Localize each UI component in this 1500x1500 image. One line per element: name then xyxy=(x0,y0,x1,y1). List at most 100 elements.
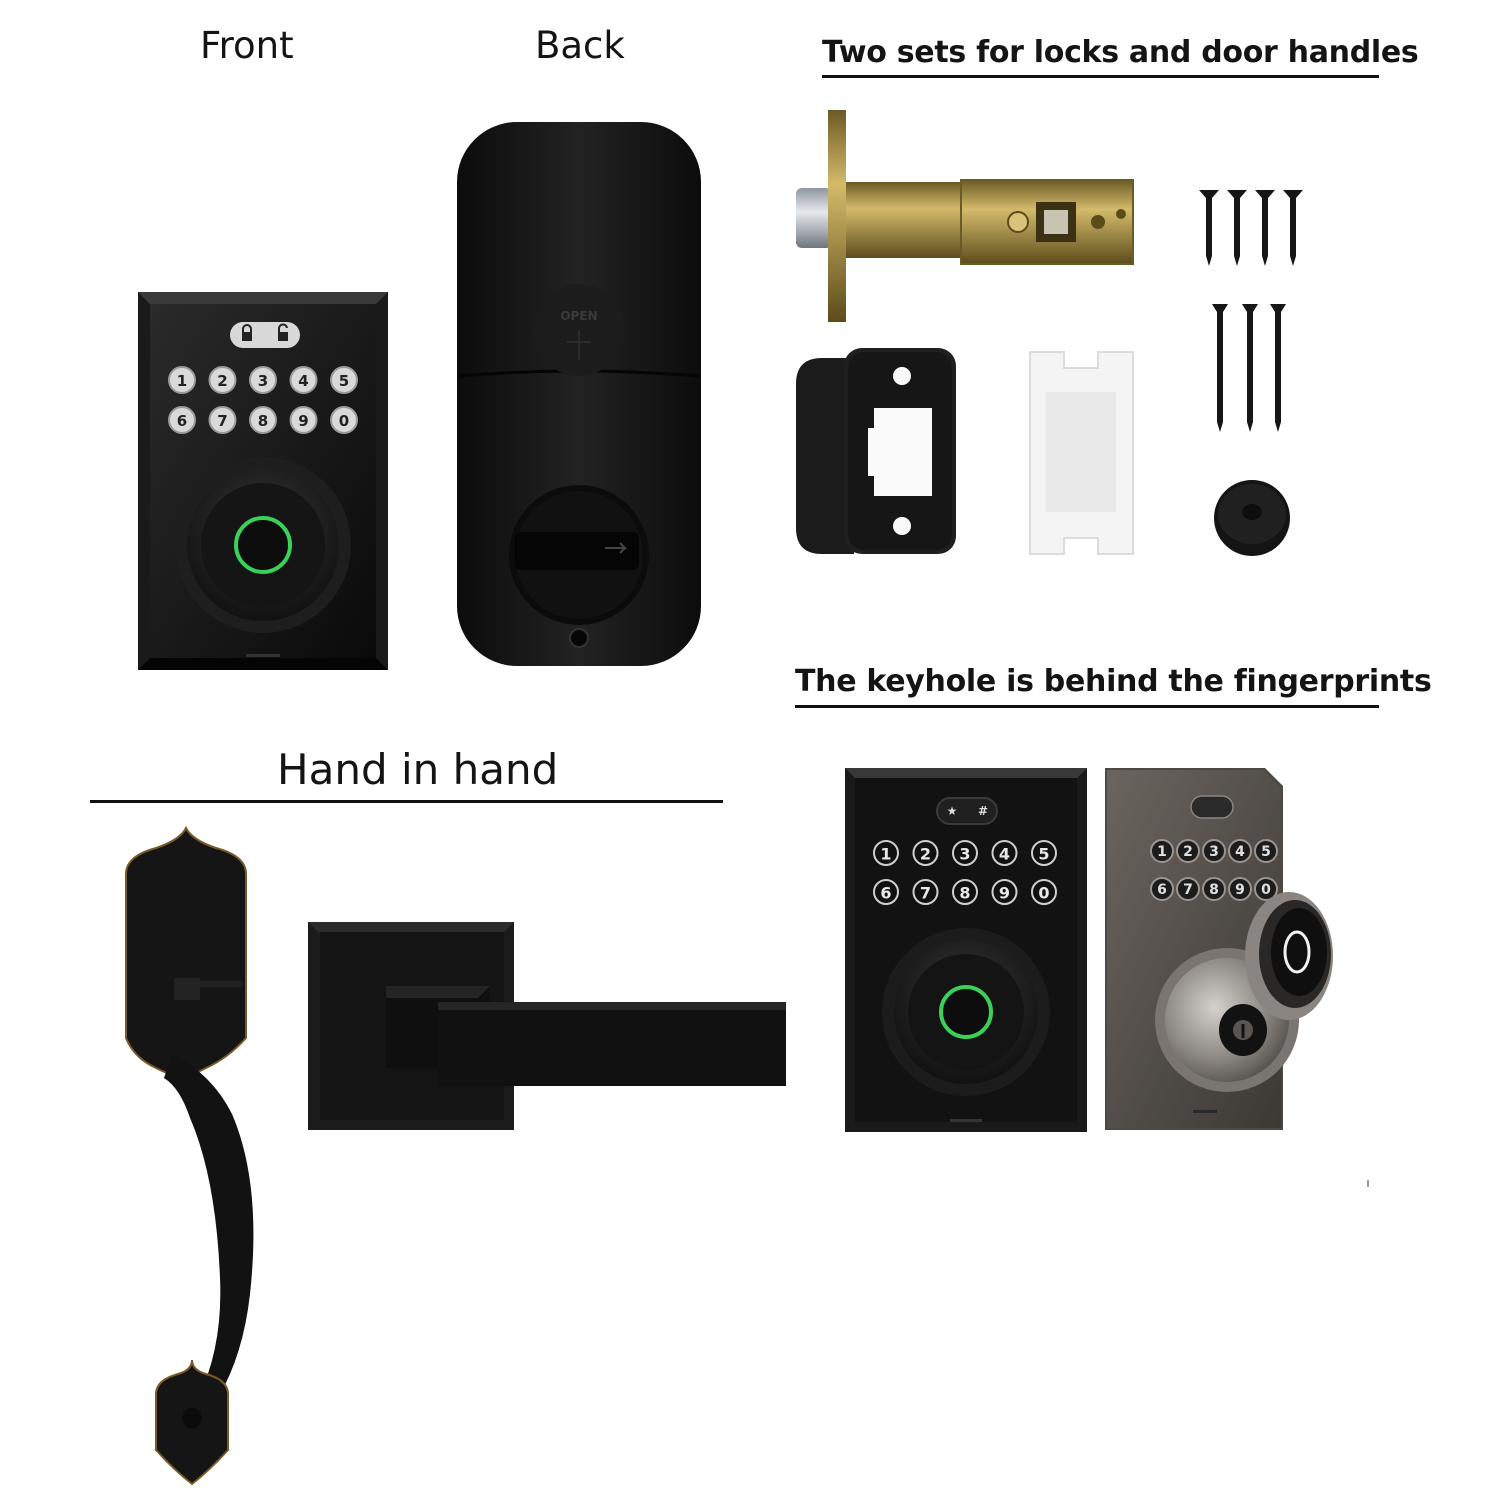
keyhole-nickel-key-button[interactable] xyxy=(1228,839,1252,863)
screw xyxy=(1212,304,1228,432)
keyhole-black-key-label: 3 xyxy=(959,845,970,864)
screw xyxy=(1255,190,1275,266)
thumb-turn xyxy=(515,532,639,570)
fingerprint-sensor xyxy=(234,516,292,574)
keyhole-nickel-key-label: 8 xyxy=(1209,882,1219,898)
front-key-label: 3 xyxy=(258,372,268,390)
front-key-label: 8 xyxy=(258,412,268,430)
front-keypad: 1 2 3 4 5 6 7 8 9 0 xyxy=(168,366,358,434)
rubber-bumper xyxy=(1214,480,1290,556)
front-key-label: 4 xyxy=(298,372,308,390)
front-key-label: 7 xyxy=(217,412,227,430)
keyhole-nickel-key-label: 9 xyxy=(1235,882,1245,898)
keyhole-black-key-button[interactable] xyxy=(873,879,899,905)
small-mark xyxy=(1367,1180,1369,1187)
screw xyxy=(1227,190,1247,266)
lever-handle xyxy=(308,922,786,1130)
front-key-button[interactable] xyxy=(208,406,237,434)
back-open-label: OPEN xyxy=(560,309,597,323)
strike-plate xyxy=(796,348,956,554)
screw xyxy=(1283,190,1303,266)
keyhole-black-key-label: 2 xyxy=(920,845,931,864)
keyhole-nickel-key-button[interactable] xyxy=(1150,877,1174,901)
keyhole-black-key-label: 4 xyxy=(999,845,1010,864)
keyhole-black-key-label: 7 xyxy=(920,884,931,903)
keyhole-black-key-label: 1 xyxy=(880,845,891,864)
keyhole-black-key-button[interactable] xyxy=(1031,879,1057,905)
keyhole-nickel-key-button[interactable] xyxy=(1202,877,1226,901)
front-key-button[interactable] xyxy=(168,366,196,394)
front-key-button[interactable] xyxy=(289,366,318,394)
keyhole-black-key-label: 0 xyxy=(1038,884,1049,903)
keyhole-black-key-button[interactable] xyxy=(1031,840,1057,866)
keyhole-lock-black: ★ # 1 2 3 4 5 6 7 8 9 0 xyxy=(845,768,1087,1132)
keyhole-nickel-key-button[interactable] xyxy=(1254,877,1278,901)
front-key-label: 5 xyxy=(339,372,349,390)
machine-screws xyxy=(1212,304,1286,432)
keyhole-black-key-label: 6 xyxy=(880,884,891,903)
front-lock: 1 2 3 4 5 6 7 8 9 0 xyxy=(138,292,388,670)
keyhole-nickel-key-label: 1 xyxy=(1157,844,1167,860)
keyhole-black-key-button[interactable] xyxy=(991,840,1018,866)
front-key-button[interactable] xyxy=(208,366,237,394)
keyhole-black-key-label: 9 xyxy=(999,884,1010,903)
front-key-label: 0 xyxy=(339,412,349,430)
keyhole-nickel-key-button[interactable] xyxy=(1254,839,1278,863)
screw xyxy=(1199,190,1219,266)
latch-bolt xyxy=(796,110,1134,322)
keyhole-nickel-key-label: 7 xyxy=(1183,882,1193,898)
keyhole-nickel-key-label: 4 xyxy=(1235,844,1245,860)
keyhole-nickel-key-button[interactable] xyxy=(1202,839,1226,863)
keyhole-nickel-key-button[interactable] xyxy=(1228,877,1252,901)
underline-hand-in-hand xyxy=(90,800,723,803)
label-back: Back xyxy=(535,24,625,67)
front-key-button[interactable] xyxy=(249,366,277,394)
underline-two-sets xyxy=(822,75,1379,78)
front-key-button[interactable] xyxy=(289,406,318,434)
front-key-label: 2 xyxy=(217,372,227,390)
front-key-label: 9 xyxy=(298,412,308,430)
handle-set xyxy=(125,825,254,1486)
hash-icon: # xyxy=(978,804,988,818)
front-key-button[interactable] xyxy=(168,406,196,434)
keyhole-nickel-key-label: 3 xyxy=(1209,844,1219,860)
keyhole-fingerprint-sensor xyxy=(939,985,993,1039)
front-key-button[interactable] xyxy=(330,406,358,434)
underline-keyhole xyxy=(795,705,1379,708)
keyhole-nickel-fingerprint xyxy=(1283,930,1311,974)
front-key-label: 1 xyxy=(177,372,187,390)
keyhole-nickel-key-button[interactable] xyxy=(1150,839,1174,863)
back-lock: OPEN xyxy=(457,122,701,666)
screw xyxy=(1270,304,1286,432)
front-key-label: 6 xyxy=(177,412,187,430)
keyhole-black-key-label: 8 xyxy=(959,884,970,903)
wood-screws xyxy=(1199,190,1303,266)
lock-closed-icon xyxy=(242,324,252,341)
label-front: Front xyxy=(200,24,294,67)
label-keyhole: The keyhole is behind the fingerprints xyxy=(795,664,1432,699)
keyhole-nickel-key-label: 6 xyxy=(1157,882,1167,898)
keyhole-nickel-key-label: 2 xyxy=(1183,844,1193,860)
keyhole-black-key-button[interactable] xyxy=(873,840,899,866)
keyhole-black-key-button[interactable] xyxy=(912,840,939,866)
front-key-button[interactable] xyxy=(249,406,277,434)
keyhole-black-keypad: 1 2 3 4 5 6 7 8 9 0 xyxy=(873,840,1057,905)
keyhole-nickel-key-button[interactable] xyxy=(1176,839,1200,863)
star-icon: ★ xyxy=(947,804,958,818)
keyhole-nickel-key-label: 0 xyxy=(1261,882,1271,898)
label-hand-in-hand: Hand in hand xyxy=(277,745,559,794)
label-two-sets: Two sets for locks and door handles xyxy=(822,35,1419,70)
strike-insert xyxy=(1029,351,1134,555)
keyhole-black-key-button[interactable] xyxy=(952,879,978,905)
keyhole-black-key-button[interactable] xyxy=(991,879,1018,905)
keyhole-black-key-button[interactable] xyxy=(952,840,978,866)
keyhole-nickel-key-button[interactable] xyxy=(1176,877,1200,901)
keyhole-black-key-button[interactable] xyxy=(912,879,939,905)
keyhole-black-key-label: 5 xyxy=(1038,845,1049,864)
keyhole-nickel-key-label: 5 xyxy=(1261,844,1271,860)
lock-open-icon xyxy=(278,323,288,341)
front-key-button[interactable] xyxy=(330,366,358,394)
screw xyxy=(1242,304,1258,432)
